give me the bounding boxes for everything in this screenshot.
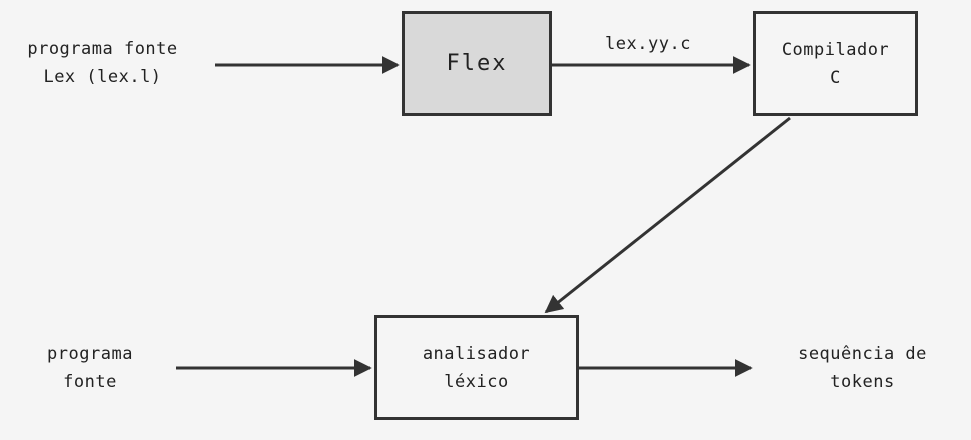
arrow-compiler-to-lexer [544,116,791,314]
program-input-line1: programa [47,344,133,364]
lexer-box-line2: léxico [444,371,509,392]
compiler-box: Compilador C [753,11,918,116]
program-input-label: programa fonte [20,340,160,396]
source-program-line2: Lex (lex.l) [43,67,162,87]
token-sequence-line2: tokens [830,372,895,392]
compiler-box-line1: Compilador [781,39,890,60]
token-sequence-line1: sequência de [798,344,927,364]
lex-yy-c-label: lex.yy.c [605,34,691,54]
program-input-line2: fonte [63,372,117,392]
lexer-box-line1: analisador [422,343,531,364]
flex-box: Flex [402,11,552,116]
flex-box-label: Flex [446,50,508,76]
source-program-line1: programa fonte [27,39,178,59]
source-program-label: programa fonte Lex (lex.l) [0,35,205,91]
compiler-box-line2: C [830,67,841,88]
lexical-analyzer-box: analisador léxico [374,315,579,420]
token-sequence-label: sequência de tokens [765,340,960,396]
